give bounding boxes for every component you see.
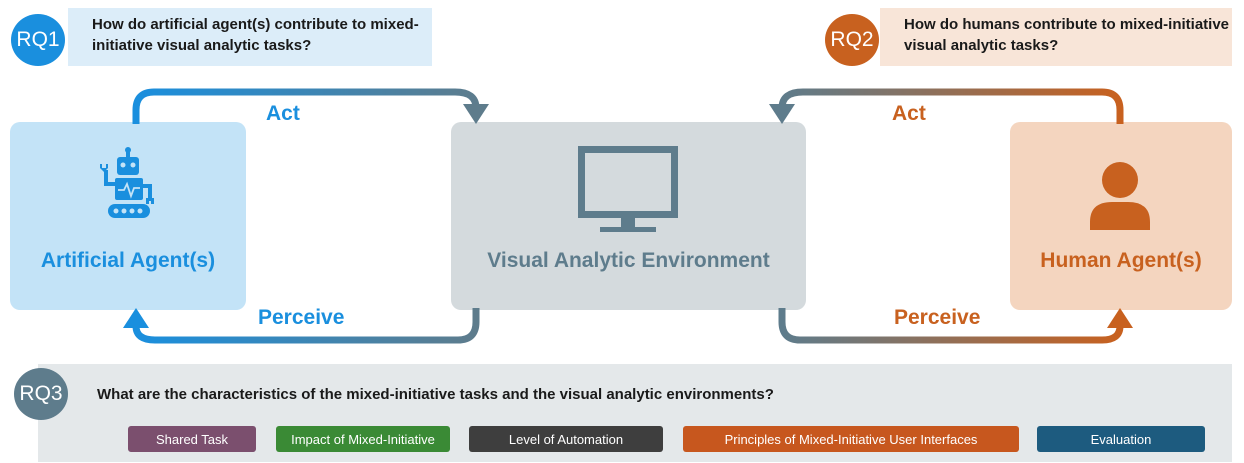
category-principles-of-mixed-initiative-ui: Principles of Mixed-Initiative User Inte… [683, 426, 1019, 452]
left-act-arrow [132, 88, 480, 124]
rq2-question-box: How do humans contribute to mixed-initia… [880, 8, 1232, 66]
left-perceive-label: Perceive [258, 306, 345, 329]
right-act-label: Act [892, 102, 926, 125]
right-act-arrow [778, 88, 1124, 124]
artificial-agent-label: Artificial Agent(s) [40, 249, 216, 272]
left-perceive-arrow [132, 308, 480, 344]
rq2-question: How do humans contribute to mixed-initia… [904, 16, 1230, 54]
rq1-question: How do artificial agent(s) contribute to… [92, 16, 419, 54]
right-perceive-label: Perceive [894, 306, 981, 329]
category-impact-of-mixed-initiative: Impact of Mixed-Initiative [276, 426, 450, 452]
left-perceive-arrowhead [123, 308, 149, 328]
right-perceive-arrowhead [1107, 308, 1133, 328]
category-shared-task: Shared Task [128, 426, 256, 452]
rq2-badge: RQ2 [825, 14, 879, 66]
category-level-of-automation: Level of Automation [469, 426, 663, 452]
person-icon [1090, 162, 1150, 230]
human-agent-label: Human Agent(s) [1040, 249, 1202, 272]
rq1-badge: RQ1 [11, 14, 65, 66]
rq3-question: What are the characteristics of the mixe… [97, 386, 774, 403]
left-act-label: Act [266, 102, 300, 125]
environment-label: Visual Analytic Environment [487, 249, 770, 272]
rq1-question-box: How do artificial agent(s) contribute to… [68, 8, 432, 66]
rq3-badge: RQ3 [14, 368, 68, 420]
monitor-icon [578, 146, 678, 232]
left-act-arrowhead [463, 104, 489, 124]
right-perceive-arrow [778, 308, 1124, 344]
right-act-arrowhead [769, 104, 795, 124]
category-evaluation: Evaluation [1037, 426, 1205, 452]
